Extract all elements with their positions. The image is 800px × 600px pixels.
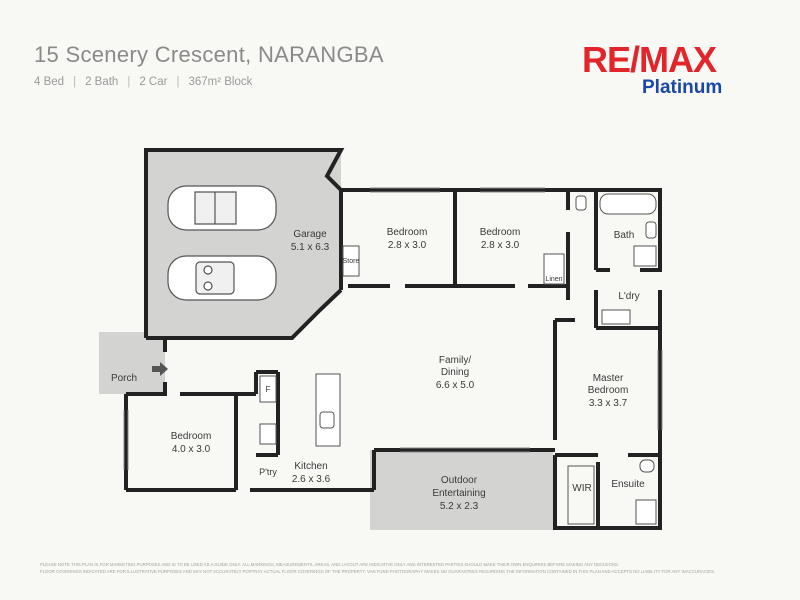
porch-label: Porch xyxy=(111,373,137,384)
bedroom-2-size: 2.8 x 3.0 xyxy=(388,240,427,251)
kitchen-label: Kitchen xyxy=(294,461,327,472)
outdoor-size: 5.2 x 2.3 xyxy=(440,501,479,512)
ensuite-shower-icon xyxy=(635,499,657,525)
outdoor-label: Outdoor xyxy=(441,475,478,486)
sink-icon xyxy=(645,221,657,239)
store-label: Store xyxy=(343,258,360,265)
spec-cars: 2 Car xyxy=(139,76,168,88)
master-size: 3.3 x 3.7 xyxy=(589,398,628,409)
floor-plan: Garage 5.1 x 6.3 Store Bedroom 2.8 x 3.0… xyxy=(99,148,663,530)
bedroom-3-size: 2.8 x 3.0 xyxy=(481,240,520,251)
logo-sub: Platinum xyxy=(642,77,722,98)
windows xyxy=(123,187,663,470)
family-label: Family/ xyxy=(439,355,471,366)
pantry-label: P'try xyxy=(259,467,277,477)
spec-baths: 2 Bath xyxy=(85,76,119,88)
disclaimer: Please note this plan is for marketing p… xyxy=(40,561,800,575)
ensuite-label: Ensuite xyxy=(611,479,645,490)
entry-arrow-icon xyxy=(152,362,168,376)
laundry-tub-icon xyxy=(601,309,631,325)
bath-label: Bath xyxy=(614,230,635,241)
bath-tub-icon xyxy=(599,193,657,215)
logo-brand: RE/MAX xyxy=(582,40,717,80)
family-label-2: Dining xyxy=(441,367,469,378)
remax-logo: RE/MAX Platinum xyxy=(582,40,722,98)
shower-icon xyxy=(633,245,657,267)
disclaimer-line-1: Please note this plan is for marketing p… xyxy=(40,562,619,567)
master-label-2: Bedroom xyxy=(588,385,629,396)
linen-cupboard xyxy=(543,253,565,285)
spec-beds: 4 Bed xyxy=(34,76,65,88)
master-label: Master xyxy=(593,373,624,384)
bedroom-3-label: Bedroom xyxy=(480,227,521,238)
bedroom-4-size: 4.0 x 3.0 xyxy=(172,444,211,455)
linen-label: Linen xyxy=(545,276,562,283)
garage-size: 5.1 x 6.3 xyxy=(291,242,330,253)
room-labels: Garage 5.1 x 6.3 Store Bedroom 2.8 x 3.0… xyxy=(111,227,645,512)
store-cupboard xyxy=(342,245,360,277)
kitchen-size: 2.6 x 3.6 xyxy=(292,474,331,485)
walls xyxy=(124,148,662,530)
property-specs: 4 Bed|2 Bath|2 Car|367m² Block xyxy=(34,76,253,88)
fridge-icon xyxy=(259,375,277,403)
property-address: 15 Scenery Crescent, NARANGBA xyxy=(34,42,384,67)
cooktop-icon xyxy=(259,423,277,445)
car-icon xyxy=(167,185,277,301)
bedroom-2-label: Bedroom xyxy=(387,227,428,238)
disclaimer-line-2: Floor coverings indicated are for illust… xyxy=(40,569,716,574)
garage-label: Garage xyxy=(293,229,327,240)
spec-block: 367m² Block xyxy=(188,76,253,88)
toilet-icon xyxy=(639,459,655,473)
fixtures xyxy=(259,193,657,525)
wir-label: WIR xyxy=(572,483,591,494)
kitchen-island-icon xyxy=(315,373,341,447)
porch-area xyxy=(99,332,165,394)
laundry-label: L'dry xyxy=(618,291,639,302)
outdoor-area xyxy=(370,450,553,530)
bedroom-4-label: Bedroom xyxy=(171,431,212,442)
family-size: 6.6 x 5.0 xyxy=(436,380,475,391)
fridge-label: F xyxy=(266,385,271,394)
outdoor-label-2: Entertaining xyxy=(432,488,485,499)
